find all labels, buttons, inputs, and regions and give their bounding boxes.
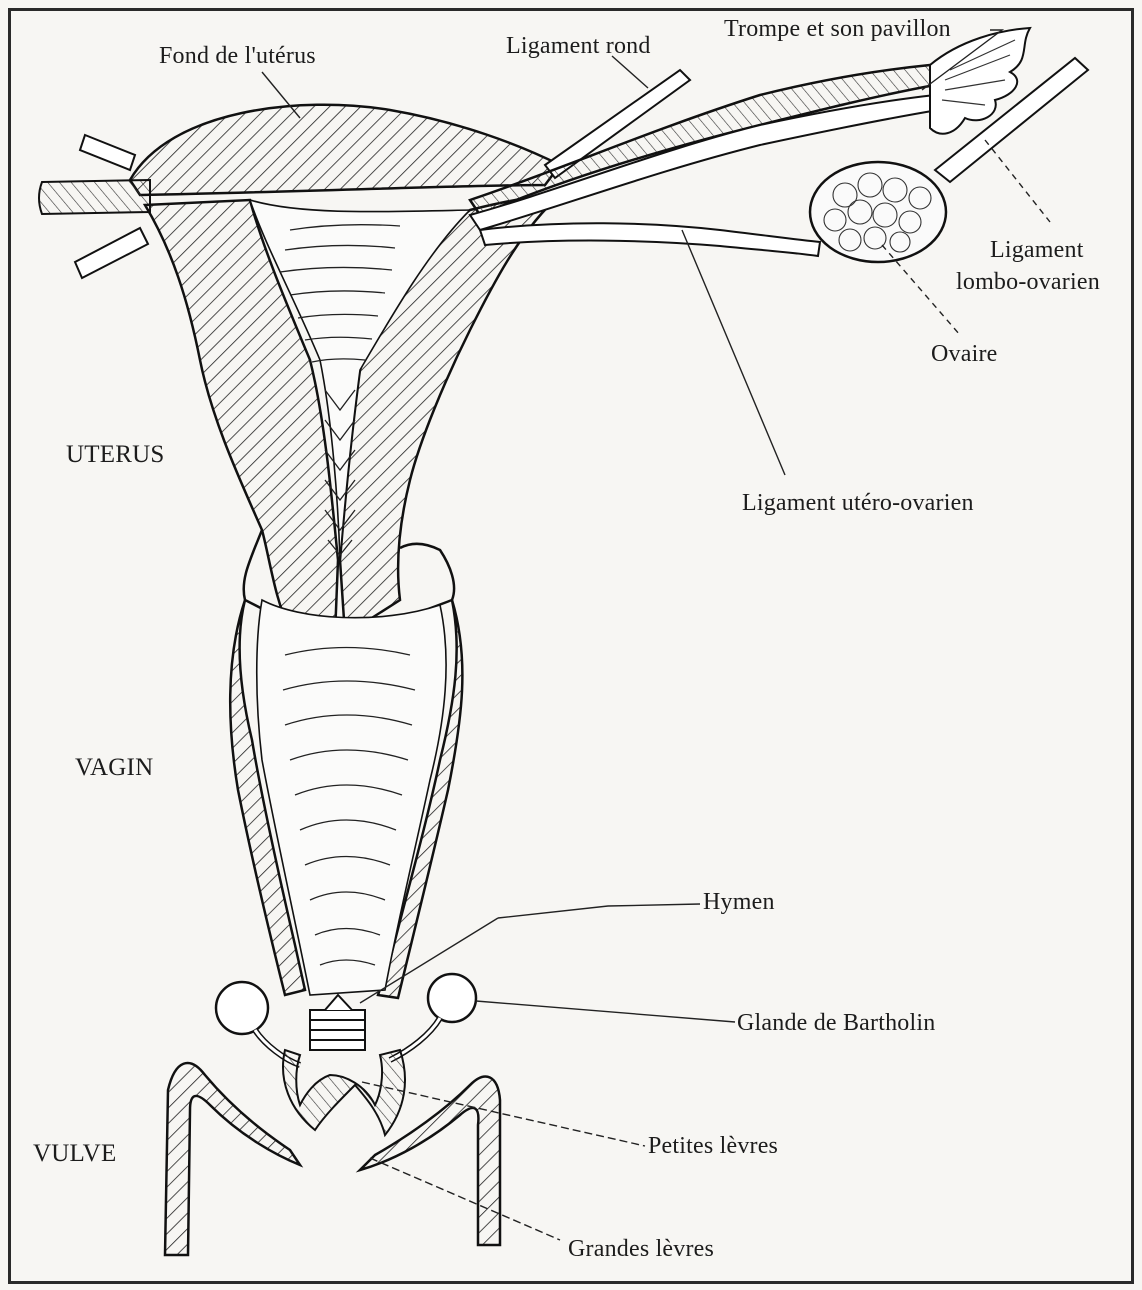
leader-hymen: [498, 904, 700, 918]
label-trompe: Trompe et son pavillon: [724, 17, 951, 41]
region-uterus: UTERUS: [66, 442, 164, 467]
labia-minora: [283, 1050, 405, 1135]
label-fond-uterus: Fond de l'utérus: [159, 44, 316, 68]
utero-ovarian-ligament: [480, 223, 820, 256]
label-ligament-lombo-1: Ligament: [990, 238, 1084, 262]
leader-lombo-ovarien: [985, 140, 1050, 222]
left-round-ligament-stubs: [39, 135, 150, 278]
leader-utero-ovarien: [682, 230, 785, 475]
leader-ligament-rond: [612, 56, 648, 88]
label-ligament-rond: Ligament rond: [506, 34, 651, 58]
hymen: [310, 995, 365, 1050]
label-petites-levres: Petites lèvres: [648, 1134, 778, 1158]
region-vulve: VULVE: [33, 1141, 116, 1166]
leader-grandes-levres: [370, 1158, 560, 1240]
label-ligament-lombo-2: lombo-ovarien: [956, 270, 1100, 294]
region-vagin: VAGIN: [75, 755, 153, 780]
leader-bartholin: [476, 1001, 735, 1022]
label-ovaire: Ovaire: [931, 342, 998, 366]
label-grandes-levres: Grandes lèvres: [568, 1237, 714, 1261]
label-glande-bartholin: Glande de Bartholin: [737, 1011, 935, 1035]
uterine-fundus: [130, 105, 560, 195]
label-ligament-utero-ovarien: Ligament utéro-ovarien: [742, 491, 974, 515]
label-hymen: Hymen: [703, 890, 775, 914]
ovary: [810, 162, 946, 262]
bartholin-gland-right: [390, 974, 476, 1060]
